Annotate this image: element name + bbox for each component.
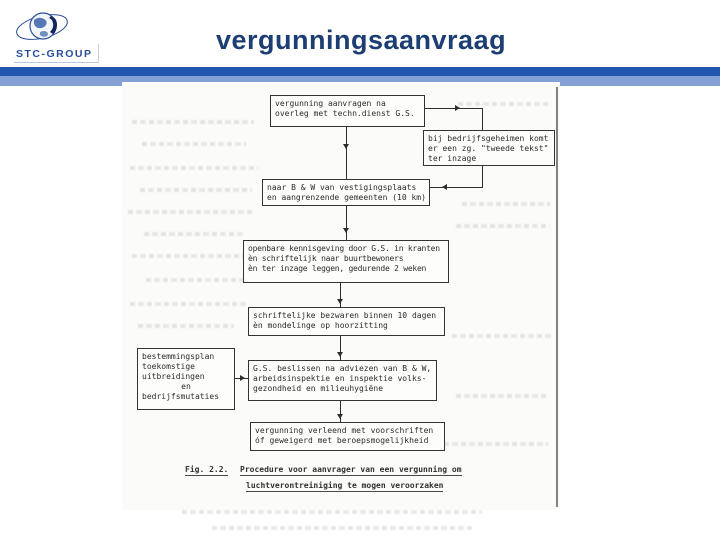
- connector-line: [346, 127, 347, 179]
- flow-box-line: bedrijfsmutaties: [142, 392, 220, 401]
- title-bar-dark: [0, 67, 720, 76]
- scan-ghost-text: [140, 188, 252, 192]
- scan-ghost-text: [444, 442, 548, 446]
- connector-line: [346, 206, 347, 240]
- flow-box-line: óf geweigerd met beroepsmogelijkheid: [255, 436, 429, 445]
- flow-box-line: schriftelijke bezwaren binnen 10 dagen: [253, 311, 437, 320]
- connector-line: [340, 336, 341, 360]
- scan-ghost-text: [132, 254, 256, 258]
- flow-box-line: en aangrenzende gemeenten (10 km): [267, 193, 426, 202]
- scan-ghost-text: [212, 526, 474, 530]
- scan-ghost-text: [128, 210, 254, 214]
- flow-box-line: naar B & W van vestigingsplaats: [267, 183, 417, 192]
- flow-box-line: ter inzage: [428, 154, 477, 163]
- figure-caption-line1: Procedure voor aanvrager van een vergunn…: [240, 465, 462, 476]
- flow-box-line: openbare kennisgeving door G.S. in krant…: [248, 244, 440, 253]
- arrow-down-icon: [343, 228, 349, 233]
- flow-box-line: vergunning verleend met voorschriften: [255, 426, 434, 435]
- flow-box-line: èn ter inzage leggen, gedurende 2 weken: [248, 264, 427, 273]
- arrow-down-icon: [337, 299, 343, 304]
- flow-box-bw: naar B & W van vestigingsplaats en aangr…: [262, 179, 430, 206]
- arrow-down-icon: [337, 352, 343, 357]
- flow-box-line: èn schriftelijk naar buurtbewoners: [248, 254, 404, 263]
- logo-divider: [14, 62, 98, 63]
- flow-box-line: bij bedrijfsgeheimen komt: [428, 134, 549, 143]
- flow-box-public-notice: openbare kennisgeving door G.S. in krant…: [243, 240, 449, 283]
- logo-wordmark: STC-GROUP: [16, 48, 93, 60]
- connector-line: [430, 187, 483, 188]
- arrow-right-icon: [455, 105, 460, 111]
- globe-icon: [16, 12, 68, 40]
- scan-ghost-text: [462, 202, 550, 206]
- flow-box-zoning: bestemmingsplan toekomstige uitbreidinge…: [137, 348, 235, 410]
- flow-box-trade-secret: bij bedrijfsgeheimen komt er een zg. "tw…: [423, 130, 555, 166]
- scan-ghost-text: [456, 394, 548, 398]
- logo-divider-vertical: [98, 44, 99, 63]
- flow-box-line: vergunning aanvragen na: [275, 99, 386, 108]
- flow-box-line: bestemmingsplan: [142, 352, 215, 361]
- scan-ghost-text: [132, 120, 254, 124]
- title-bar-light: [0, 76, 720, 86]
- figure-caption-line2: luchtverontreiniging te mogen veroorzake…: [246, 481, 444, 492]
- scan-page-edge: [556, 87, 558, 507]
- flow-box-outcome: vergunning verleend met voorschriften óf…: [250, 422, 445, 451]
- scan-ghost-text: [456, 224, 550, 228]
- slide-title: vergunningsaanvraag: [216, 25, 507, 55]
- connector-line: [425, 108, 482, 109]
- scan-ghost-text: [142, 142, 246, 146]
- flow-box-line: toekomstige: [142, 362, 195, 371]
- scan-ghost-text: [452, 334, 552, 338]
- arrow-right-icon: [240, 375, 245, 381]
- scan-ghost-text: [130, 302, 248, 306]
- scan-ghost-text: [182, 510, 482, 514]
- scan-ghost-text: [144, 232, 246, 236]
- arrow-down-icon: [337, 414, 343, 419]
- connector-line: [340, 401, 341, 422]
- scan-ghost-text: [138, 324, 234, 328]
- scanned-flowchart-image: vergunning aanvragen na overleg met tech…: [122, 82, 560, 530]
- scan-ghost-text: [130, 166, 258, 170]
- flow-box-apply: vergunning aanvragen na overleg met tech…: [270, 95, 425, 127]
- connector-line: [482, 166, 483, 187]
- connector-line: [482, 108, 483, 130]
- arrow-left-icon: [442, 184, 447, 190]
- flow-box-line: en: [181, 382, 191, 391]
- arrow-down-icon: [343, 144, 349, 149]
- flow-box-line: er een zg. "tweede tekst": [428, 144, 549, 153]
- flow-box-decision: G.S. beslissen na adviezen van B & W, ar…: [248, 360, 437, 401]
- flow-box-line: arbeidsinspektie en inspektie volks-: [253, 374, 427, 383]
- scan-ghost-text: [146, 278, 244, 282]
- flow-box-line: èn mondelinge op hoorzitting: [253, 321, 388, 330]
- flow-box-line: uitbreidingen: [142, 372, 205, 381]
- flow-box-line: overleg met techn.dienst G.S.: [275, 109, 415, 118]
- figure-caption-label: Fig. 2.2.: [185, 465, 229, 476]
- scan-ghost-text: [458, 102, 550, 106]
- flow-box-line: gezondheid en milieuhygiëne: [253, 384, 384, 393]
- flow-box-objections: schriftelijke bezwaren binnen 10 dagen è…: [248, 307, 445, 336]
- flow-box-line: G.S. beslissen na adviezen van B & W,: [253, 364, 432, 373]
- stc-group-logo: STC-GROUP: [14, 8, 99, 64]
- connector-line: [340, 283, 341, 307]
